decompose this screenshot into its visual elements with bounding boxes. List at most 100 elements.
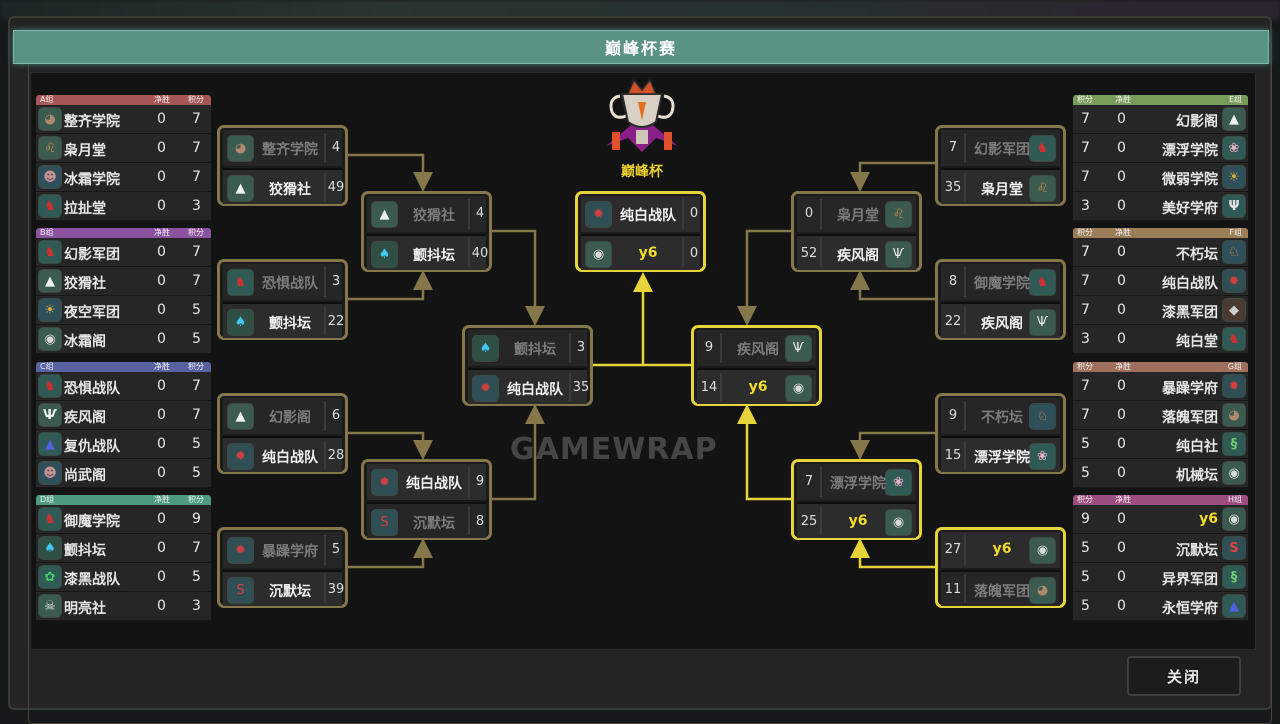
team-name: 夜空军团 xyxy=(64,305,120,321)
raccoon-icon: ◉ xyxy=(1029,537,1056,564)
raccoon-icon: ◉ xyxy=(785,375,812,402)
team-points: 5 xyxy=(1081,436,1090,452)
team-points: 3 xyxy=(192,198,201,214)
score-divider xyxy=(324,133,326,163)
team-name: 漂浮学院 xyxy=(1162,143,1218,159)
score-divider xyxy=(682,239,684,267)
match-team-name: 纯白战队 xyxy=(507,382,563,398)
crab-icon: ✹ xyxy=(227,537,254,564)
rooster-icon: ♞ xyxy=(38,507,62,531)
team-points: 7 xyxy=(1081,378,1090,394)
match-team-score: 39 xyxy=(327,582,345,597)
team-name: 纯白战队 xyxy=(1162,276,1218,292)
group-header: G组净胜积分 xyxy=(1073,362,1248,372)
team-points: 7 xyxy=(192,140,201,156)
deer-icon: Ψ xyxy=(1222,194,1246,218)
group-label: F组 xyxy=(1229,228,1242,237)
close-button[interactable]: 关闭 xyxy=(1127,656,1241,696)
team-net-wins: 0 xyxy=(157,140,166,156)
match-team-score: 0 xyxy=(804,206,814,221)
team-points: 7 xyxy=(1081,169,1090,185)
window-title: 巅峰杯赛 xyxy=(13,30,1269,64)
